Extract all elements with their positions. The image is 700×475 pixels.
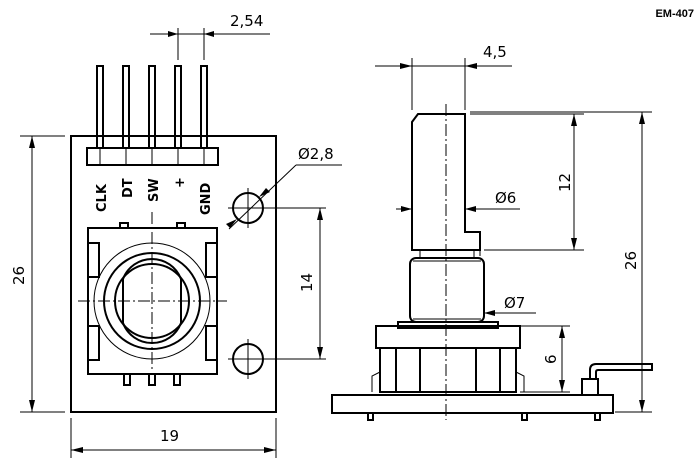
- encoder-base-lower: [379, 347, 517, 393]
- encoder-base-block-left: [395, 347, 421, 393]
- dim-board-height: 26: [10, 135, 65, 413]
- encoder-base-block-right: [475, 347, 501, 393]
- pcb-pin-left: [367, 412, 374, 421]
- dim-total-height-label: 26: [622, 251, 640, 270]
- dim-shaft-diameter-label: Ø6: [495, 189, 516, 207]
- encoder-base-collar: [397, 321, 499, 329]
- dim-board-width-label: 19: [160, 427, 179, 445]
- threaded-bushing: [409, 257, 485, 323]
- dim-shaft-width: 4,5: [375, 43, 512, 110]
- knob-d-shaft: [122, 258, 182, 344]
- side-header-block: [581, 378, 599, 396]
- dim-board-height-label: 26: [10, 266, 28, 285]
- dim-shaft-length-label: 12: [556, 173, 574, 192]
- dim-hole-spacing: 14: [264, 207, 326, 360]
- pcb-pin-mid: [521, 412, 528, 421]
- housing-tab-left-bottom: [87, 325, 100, 361]
- side-view: 4,5 12 Ø6 Ø7: [331, 43, 653, 421]
- header-pins: [86, 65, 219, 166]
- dim-body-height-label: 6: [542, 354, 560, 364]
- dim-thread-diameter: Ø7: [484, 294, 536, 316]
- dim-body-height: 6: [520, 325, 570, 393]
- side-header-pin: [589, 363, 653, 379]
- pcb-pin-right: [594, 412, 601, 421]
- dim-thread-diameter-label: Ø7: [504, 294, 525, 312]
- model-code: EM-407: [655, 8, 694, 20]
- shaft: [411, 113, 481, 251]
- dim-board-width: 19: [70, 418, 277, 458]
- pin-label-plus: +: [173, 177, 188, 188]
- pin-label-sw: SW: [147, 178, 162, 202]
- front-view: CLK DT SW + GND: [10, 12, 342, 458]
- dim-shaft-length: 12: [470, 113, 584, 251]
- dim-pin-pitch-label: 2,54: [230, 12, 263, 30]
- pin-label-clk: CLK: [95, 183, 110, 212]
- housing-clip-top-left: [119, 222, 129, 229]
- bottom-pin-3: [173, 373, 181, 386]
- bottom-pin-2: [148, 373, 156, 386]
- mounting-holes: [228, 188, 268, 379]
- housing-clip-top-right: [176, 222, 186, 229]
- dim-shaft-width-label: 4,5: [483, 43, 507, 61]
- pin-label-dt: DT: [121, 178, 136, 198]
- dim-pin-pitch: 2,54: [150, 12, 270, 60]
- side-pcb: [331, 394, 614, 414]
- bottom-pin-1: [123, 373, 131, 386]
- dim-shaft-diameter: Ø6: [396, 189, 520, 212]
- encoder-body: [78, 212, 227, 386]
- housing-tab-right-top: [205, 242, 218, 278]
- housing-tab-left-top: [87, 242, 100, 278]
- pcb-board-outline: [70, 135, 277, 413]
- pin-label-gnd: GND: [199, 182, 214, 215]
- encoder-base-top: [375, 325, 521, 349]
- dim-hole-diameter-label: Ø2,8: [298, 145, 334, 163]
- dim-total-height: 26: [470, 111, 652, 413]
- housing-tab-right-bottom: [205, 325, 218, 361]
- dim-hole-diameter: Ø2,8: [226, 145, 342, 230]
- dim-hole-spacing-label: 14: [298, 273, 316, 292]
